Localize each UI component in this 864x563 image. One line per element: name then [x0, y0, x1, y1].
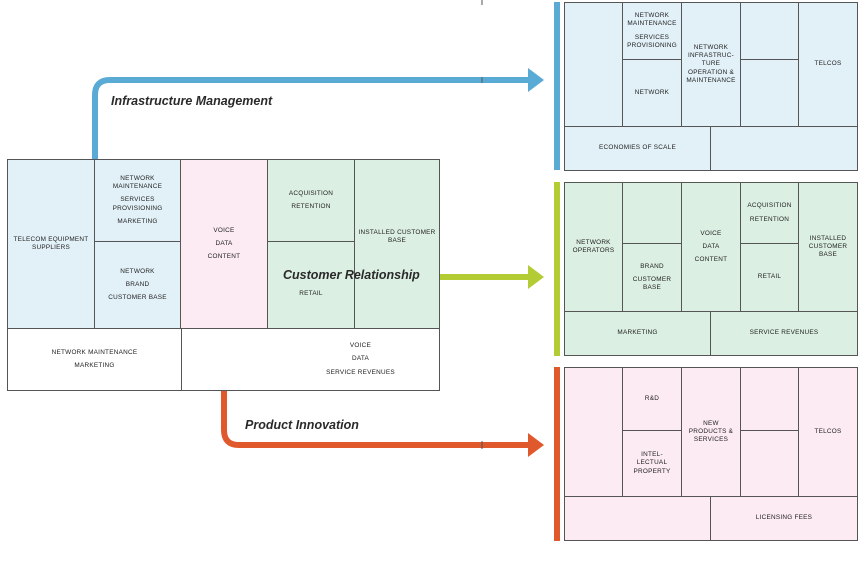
brand-resource-text: BRAND [125, 280, 150, 288]
revenue-service-text: SERVICE REVENUES [326, 368, 395, 376]
cust-segments-cell: INSTALLED CUSTOMER BASE [798, 182, 858, 312]
cust-data-text: DATA [702, 242, 720, 250]
customer-base-resource-text: CUSTOMER BASE [108, 294, 167, 302]
customer-arrowhead [528, 265, 544, 289]
prod-activities-cell: R&D [622, 367, 682, 431]
prod-channels-cell [740, 430, 799, 497]
cust-value-cell: VOICE DATA CONTENT [681, 182, 741, 312]
revenue-data-text: DATA [351, 355, 370, 363]
customer-segments-cell: INSTALLED CUSTOMER BASE [354, 159, 440, 329]
cust-retail-text: RETAIL [757, 273, 782, 281]
infra-services-provisioning-text: SERVICES PROVISIONING [627, 33, 677, 49]
prod-segments-cell: TELCOS [798, 367, 858, 497]
value-proposition-cell: VOICE DATA CONTENT [180, 159, 268, 329]
cust-acquisition-text: ACQUISITION [747, 202, 792, 210]
key-activities-cell: NETWORK MAINTENANCE SERVICES PROVISIONIN… [94, 159, 181, 242]
prod-cost-cell [564, 496, 711, 541]
cust-brand-text: BRAND [640, 262, 664, 270]
prod-relationships-cell [740, 367, 799, 431]
cost-network-maintenance-text: NETWORK MAINTENANCE [51, 348, 138, 356]
product-arrowhead [528, 433, 544, 457]
prod-partners-cell [564, 367, 623, 497]
intellectual-property-text: INTEL-LECTUAL PROPERTY [633, 451, 671, 475]
cust-activities-cell [622, 182, 682, 244]
licensing-fees-text: LICENSING FEES [755, 514, 813, 522]
network-maintenance-text: NETWORK MAINTENANCE [112, 174, 163, 190]
cost-marketing-text: MARKETING [74, 362, 115, 369]
key-resources-cell: NETWORK BRAND CUSTOMER BASE [94, 241, 181, 329]
infra-segments-cell: TELCOS [798, 2, 858, 127]
suppliers-text: TELECOM EQUIPMENT SUPPLIERS [13, 235, 89, 251]
retention-text: RETENTION [291, 203, 331, 210]
product-innovation-label: Product Innovation [245, 418, 359, 432]
cust-retention-text: RETENTION [749, 215, 790, 223]
prod-revenue-cell: LICENSING FEES [710, 496, 858, 541]
new-products-services-text: NEW PRODUCTS & SERVICES [688, 419, 734, 444]
infra-telcos-text: TELCOS [814, 60, 842, 68]
infrastructure-management-label: Infrastructure Management [111, 94, 273, 108]
infra-value-cell: NETWORK INFRASTRUC-TURE OPERATION & MAIN… [681, 2, 741, 127]
customer-relationship-label: Customer Relationship [283, 268, 420, 282]
infrastructure-connector [92, 77, 530, 168]
cust-marketing-text: MARKETING [617, 329, 658, 337]
marketing-activity-text: MARKETING [117, 217, 158, 225]
infra-revenue-cell [710, 126, 858, 171]
cust-installed-text: INSTALLED CUSTOMER BASE [808, 234, 848, 259]
data-text: DATA [215, 239, 233, 247]
network-operators-text: NETWORK OPERATORS [572, 238, 615, 254]
services-provisioning-text: SERVICES PROVISIONING [112, 196, 163, 212]
infra-network-maintenance-text: NETWORK MAINTENANCE [627, 11, 677, 28]
key-partners-cell: TELECOM EQUIPMENT SUPPLIERS [7, 159, 95, 329]
cust-customer-base-text: CUSTOMER BASE [632, 275, 672, 292]
customer-relationships-cell: ACQUISITION RETENTION [267, 159, 355, 242]
infra-activities-cell: NETWORK MAINTENANCE SERVICES PROVISIONIN… [622, 2, 682, 60]
infra-operation-text: NETWORK INFRASTRUC-TURE OPERATION & MAIN… [686, 43, 736, 84]
cust-service-revenues-text: SERVICE REVENUES [749, 329, 819, 337]
installed-base-text: INSTALLED CUSTOMER BASE [358, 228, 436, 244]
prod-telcos-text: TELCOS [814, 427, 842, 435]
economies-of-scale-text: ECONOMIES OF SCALE [599, 144, 676, 152]
infra-partners-cell [564, 2, 623, 127]
infra-cost-cell: ECONOMIES OF SCALE [564, 126, 711, 171]
content-text: CONTENT [207, 253, 241, 261]
infrastructure-arrowhead [528, 68, 544, 92]
acquisition-text: ACQUISITION [288, 189, 334, 197]
infra-channels-cell [740, 59, 799, 127]
cost-structure-cell: NETWORK MAINTENANCE MARKETING [7, 328, 182, 391]
cust-content-text: CONTENT [694, 256, 728, 264]
cust-channels-cell: RETAIL [740, 243, 799, 312]
cust-resources-cell: BRAND CUSTOMER BASE [622, 243, 682, 312]
network-resource-text: NETWORK [120, 267, 155, 275]
voice-text: VOICE [213, 226, 235, 234]
revenue-voice-text: VOICE [349, 342, 372, 349]
cust-partners-cell: NETWORK OPERATORS [564, 182, 623, 312]
rd-text: R&D [644, 394, 660, 402]
channels-cell: RETAIL [267, 241, 355, 329]
cust-voice-text: VOICE [700, 229, 722, 237]
cust-cost-cell: MARKETING [564, 311, 711, 356]
product-connector [221, 318, 530, 448]
revenue-streams-cell: VOICE DATA SERVICE REVENUES [181, 328, 440, 391]
infra-resources-cell: NETWORK [622, 59, 682, 127]
prod-resources-cell: INTEL-LECTUAL PROPERTY [622, 430, 682, 497]
cust-revenue-cell: SERVICE REVENUES [710, 311, 858, 356]
infra-relationships-cell [740, 2, 799, 60]
prod-value-cell: NEW PRODUCTS & SERVICES [681, 367, 741, 497]
cust-relationships-cell: ACQUISITION RETENTION [740, 182, 799, 244]
infra-network-text: NETWORK [634, 88, 670, 96]
retail-text: RETAIL [299, 289, 323, 297]
